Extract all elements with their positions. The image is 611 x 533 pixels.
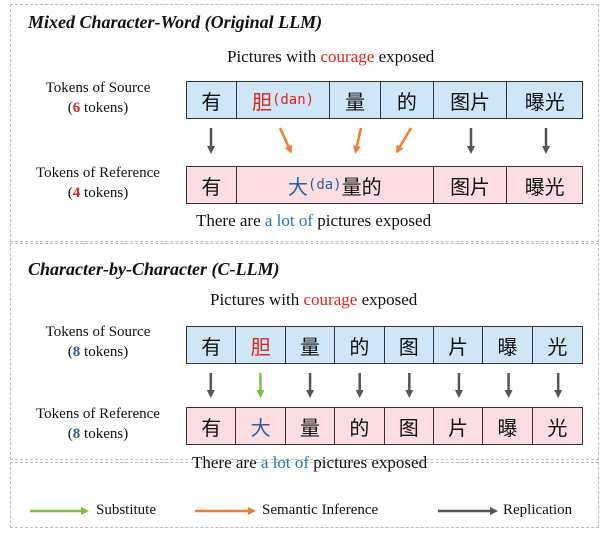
- source-char-token: 有: [187, 327, 237, 363]
- panel2-ref-label: Tokens of Reference (8 tokens): [36, 406, 160, 442]
- legend-substitute: Substitute: [96, 502, 157, 518]
- panel2-title: Character-by-Character (C-LLM): [28, 259, 280, 279]
- source-token: 图片: [433, 82, 508, 118]
- source-token: 胆(dan): [236, 82, 331, 118]
- panel-character-by-character: [10, 243, 599, 460]
- panel2-source-label: Tokens of Source (8 tokens): [45, 324, 151, 360]
- panel2-ref-tokens: 有大量的图片曝光: [186, 407, 583, 445]
- source-char-token: 曝: [483, 327, 533, 363]
- ref-char-token: 曝: [483, 408, 533, 444]
- semantic-arrow: [395, 127, 413, 154]
- source-token: 曝光: [507, 82, 583, 118]
- panel1-title: Mixed Character-Word (Original LLM): [28, 12, 323, 32]
- panel1-ref-label: Tokens of Reference (4 tokens): [36, 165, 160, 201]
- semantic-arrow: [352, 127, 363, 154]
- panel1-source-label: Tokens of Source (6 tokens): [45, 80, 151, 116]
- ref-char-token: 图: [384, 408, 434, 444]
- panel1-source-tokens: 有 胆(dan) 量 的 图片 曝光: [186, 81, 583, 119]
- ref-char-token: 有: [187, 408, 237, 444]
- panel1-ref-caption: There are a lot of pictures exposed: [196, 211, 432, 230]
- ref-char-token: 量: [285, 408, 336, 444]
- ref-char-token: 光: [532, 408, 582, 444]
- panel2-ref-caption: There are a lot of pictures exposed: [192, 453, 428, 472]
- source-char-token: 片: [433, 327, 484, 363]
- ref-char-token: 大: [236, 408, 286, 444]
- source-char-token: 图: [384, 327, 434, 363]
- legend-panel: [10, 462, 599, 528]
- ref-token: 大(da)量的: [236, 167, 434, 203]
- legend-semantic-inference: Semantic Inference: [262, 502, 379, 518]
- ref-char-token: 片: [433, 408, 484, 444]
- panel1-source-caption: Pictures with courage exposed: [227, 47, 435, 66]
- source-char-token: 光: [532, 327, 582, 363]
- ref-token: 图片: [433, 167, 508, 203]
- source-char-token: 的: [335, 327, 385, 363]
- ref-token: 有: [187, 167, 237, 203]
- panel-mixed-character-word: [10, 4, 599, 242]
- source-char-token: 量: [285, 327, 336, 363]
- panel2-source-tokens: 有胆量的图片曝光: [186, 326, 583, 364]
- source-token: 有: [187, 82, 237, 118]
- source-token: 量: [330, 82, 382, 118]
- source-token: 的: [381, 82, 434, 118]
- panel1-ref-tokens: 有 大(da)量的 图片 曝光: [186, 166, 583, 204]
- legend-replication: Replication: [503, 502, 573, 518]
- semantic-arrow: [278, 127, 292, 154]
- source-char-token: 胆: [236, 327, 286, 363]
- ref-char-token: 的: [335, 408, 385, 444]
- ref-token: 曝光: [507, 167, 582, 203]
- panel2-source-caption: Pictures with courage exposed: [210, 290, 418, 309]
